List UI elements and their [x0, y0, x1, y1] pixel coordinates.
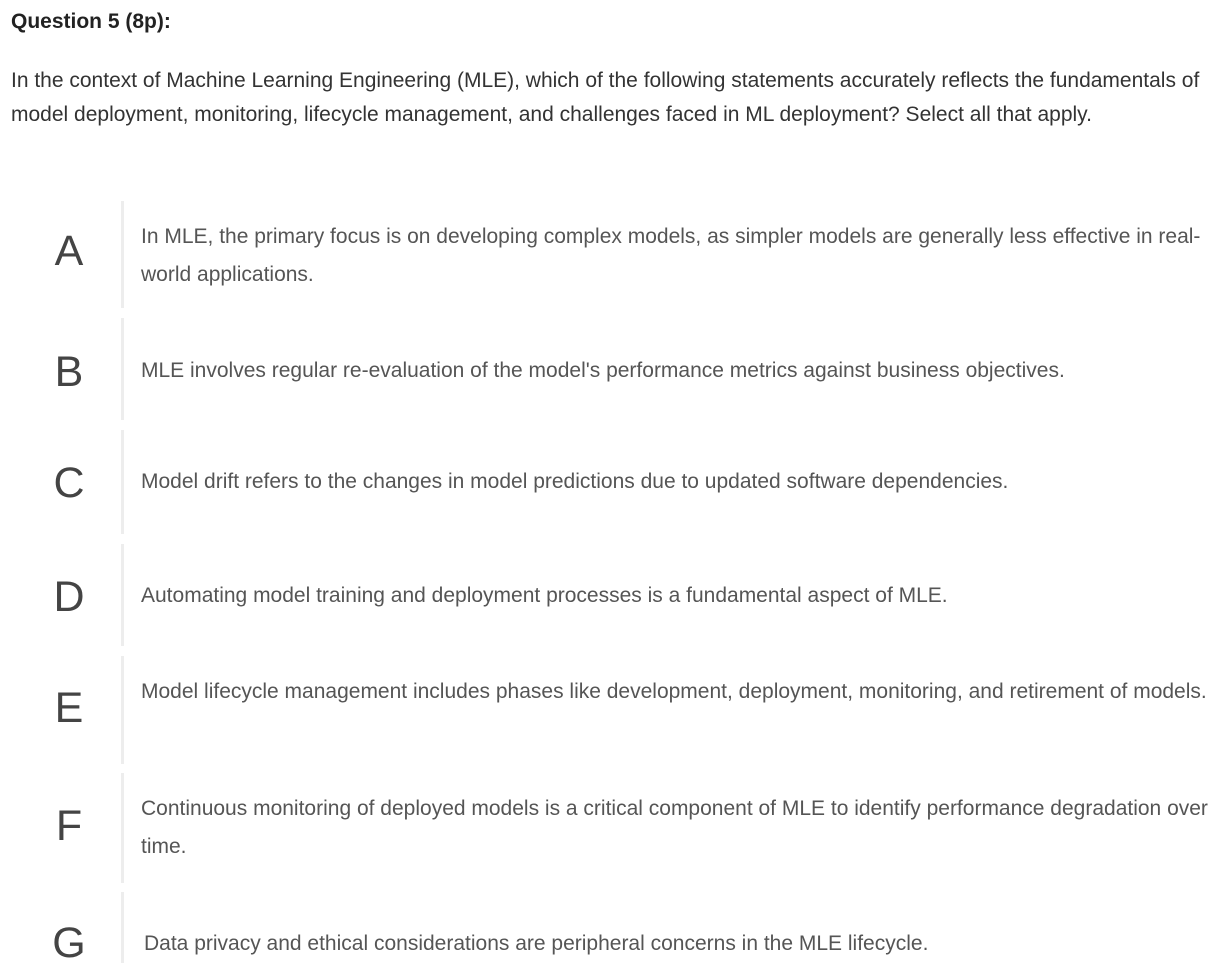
- option-letter: B: [54, 348, 84, 396]
- option-divider: [121, 544, 124, 646]
- option-divider: [121, 201, 124, 308]
- option-a[interactable]: A In MLE, the primary focus is on develo…: [0, 201, 1223, 308]
- option-text: Model lifecycle management includes phas…: [141, 680, 1207, 703]
- option-text: MLE involves regular re-evaluation of th…: [141, 359, 1065, 382]
- option-divider: [121, 892, 124, 963]
- option-divider: [121, 656, 124, 764]
- option-letter: F: [55, 802, 83, 850]
- option-divider: [121, 773, 124, 883]
- option-letter: C: [53, 459, 85, 507]
- option-letter: D: [53, 573, 85, 621]
- option-letter: A: [54, 227, 84, 275]
- question-title: Question 5 (8p):: [11, 10, 171, 33]
- question-text: In the context of Machine Learning Engin…: [11, 69, 1200, 126]
- option-text: Model drift refers to the changes in mod…: [141, 470, 1009, 493]
- option-e[interactable]: E Model lifecycle management includes ph…: [0, 656, 1223, 764]
- option-c[interactable]: C Model drift refers to the changes in m…: [0, 430, 1223, 534]
- option-text: Automating model training and deployment…: [141, 584, 948, 607]
- option-f[interactable]: F Continuous monitoring of deployed mode…: [0, 773, 1223, 883]
- option-b[interactable]: B MLE involves regular re-evaluation of …: [0, 318, 1223, 420]
- option-letter: E: [54, 684, 84, 732]
- option-text: Data privacy and ethical considerations …: [144, 932, 929, 955]
- option-text: In MLE, the primary focus is on developi…: [141, 225, 1201, 286]
- option-letter: G: [52, 919, 86, 967]
- option-divider: [121, 430, 124, 534]
- option-d[interactable]: D Automating model training and deployme…: [0, 544, 1223, 646]
- option-g[interactable]: G Data privacy and ethical consideration…: [0, 892, 1223, 967]
- option-text: Continuous monitoring of deployed models…: [141, 797, 1208, 858]
- option-divider: [121, 318, 124, 420]
